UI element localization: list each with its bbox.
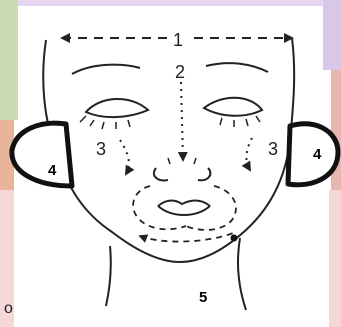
nose-dotted-line <box>181 82 183 160</box>
label-5: 5 <box>199 289 207 306</box>
mouth-upper-lip <box>158 201 210 207</box>
right-eyebrow <box>206 63 268 72</box>
chin-mark <box>231 235 238 242</box>
nose <box>154 168 210 180</box>
neck-right <box>238 238 246 310</box>
label-4-right: 4 <box>313 146 321 163</box>
label-3-right: 3 <box>268 139 278 159</box>
label-4-left: 4 <box>48 162 56 179</box>
nose-bridge-dots <box>168 158 196 164</box>
corner-mark: o <box>4 300 13 318</box>
head-outline <box>43 38 294 262</box>
left-ear-outline <box>12 123 72 186</box>
left-eye-lashes <box>80 116 130 129</box>
label-1: 1 <box>173 30 183 50</box>
label-2: 2 <box>175 62 185 82</box>
right-cheek-dotted-arrow <box>246 138 252 170</box>
chin-dashed-line <box>140 232 236 242</box>
mouth-dashed-loop <box>186 186 236 230</box>
left-eye <box>86 99 148 117</box>
right-eye <box>204 98 262 116</box>
mouth-lower-lip <box>158 206 210 215</box>
neck-left <box>106 246 111 306</box>
left-cheek-dotted-arrow <box>120 140 129 174</box>
right-eye-lashes <box>220 116 260 127</box>
label-3-left: 3 <box>96 139 106 159</box>
left-eyebrow <box>72 65 140 74</box>
